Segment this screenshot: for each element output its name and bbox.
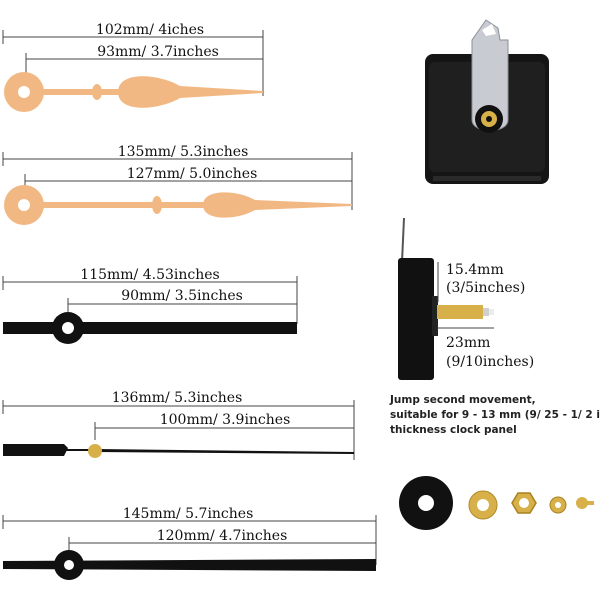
black-minute-hand <box>3 550 376 580</box>
overall-length-label: 135mm/ 5.3inches <box>118 144 249 160</box>
overall-length-label: 145mm/ 5.7inches <box>123 506 254 522</box>
black-hour-hand <box>3 312 297 344</box>
brass-washer-hole <box>477 499 489 511</box>
hex-nut-hole <box>519 498 529 508</box>
inner-length-label: 100mm/ 3.9inches <box>160 412 291 428</box>
black-minute-hand-group: 145mm/ 5.7inches 120mm/ 4.7inches <box>2 506 377 580</box>
note-line-1: Jump second movement, <box>389 394 536 406</box>
movement-note: Jump second movement, suitable for 9 - 1… <box>389 394 600 436</box>
hanger-hole <box>482 24 496 36</box>
brass-cap <box>88 444 102 458</box>
overall-length-label: 136mm/ 5.3inches <box>112 390 243 406</box>
black-hour-hand-group: 115mm/ 4.53inches 90mm/ 3.5inches <box>2 267 298 344</box>
inner-length-label: 93mm/ 3.7inches <box>97 44 219 60</box>
overall-length-label: 115mm/ 4.53inches <box>80 267 219 283</box>
movement-front-view <box>425 19 549 184</box>
second-hand-cap <box>576 497 588 509</box>
gold-hour-hand <box>4 72 263 112</box>
hand-hole <box>62 322 74 334</box>
hand-hole <box>64 560 74 570</box>
shaft-center <box>486 116 492 122</box>
shaft-width-mm-label: 15.4mm <box>446 262 504 278</box>
movement-side-view: 15.4mm (3/5inches) 23mm (9/10inches) <box>398 217 534 380</box>
washer-hole <box>418 495 434 511</box>
shaft-length-mm-label: 23mm <box>446 335 490 351</box>
black-second-hand-group: 136mm/ 5.3inches 100mm/ 3.9inches <box>2 390 355 460</box>
hanger-wire <box>401 217 405 263</box>
shaft-length-in-label: (9/10inches) <box>446 354 534 370</box>
gold-minute-hand-group: 135mm/ 5.3inches 127mm/ 5.0inches <box>2 144 353 225</box>
hardware-accessories <box>399 476 594 530</box>
inner-length-label: 127mm/ 5.0inches <box>127 166 258 182</box>
shaft-width-in-label: (3/5inches) <box>446 280 525 296</box>
inner-length-label: 90mm/ 3.5inches <box>121 288 243 304</box>
overall-length-label: 102mm/ 4iches <box>96 22 204 38</box>
hanger-bracket <box>471 19 509 131</box>
gold-hour-hand-group: 102mm/ 4iches 93mm/ 3.7inches <box>2 22 264 112</box>
brass-shaft <box>437 305 483 319</box>
hand-hole <box>18 86 30 98</box>
black-second-hand <box>3 444 354 458</box>
note-line-3: thickness clock panel <box>390 424 517 436</box>
note-line-2: suitable for 9 - 13 mm (9/ 25 - 1/ 2 inc… <box>390 409 600 421</box>
gold-minute-hand <box>4 185 352 225</box>
hand-hole <box>18 199 30 211</box>
inner-length-label: 120mm/ 4.7inches <box>157 528 288 544</box>
